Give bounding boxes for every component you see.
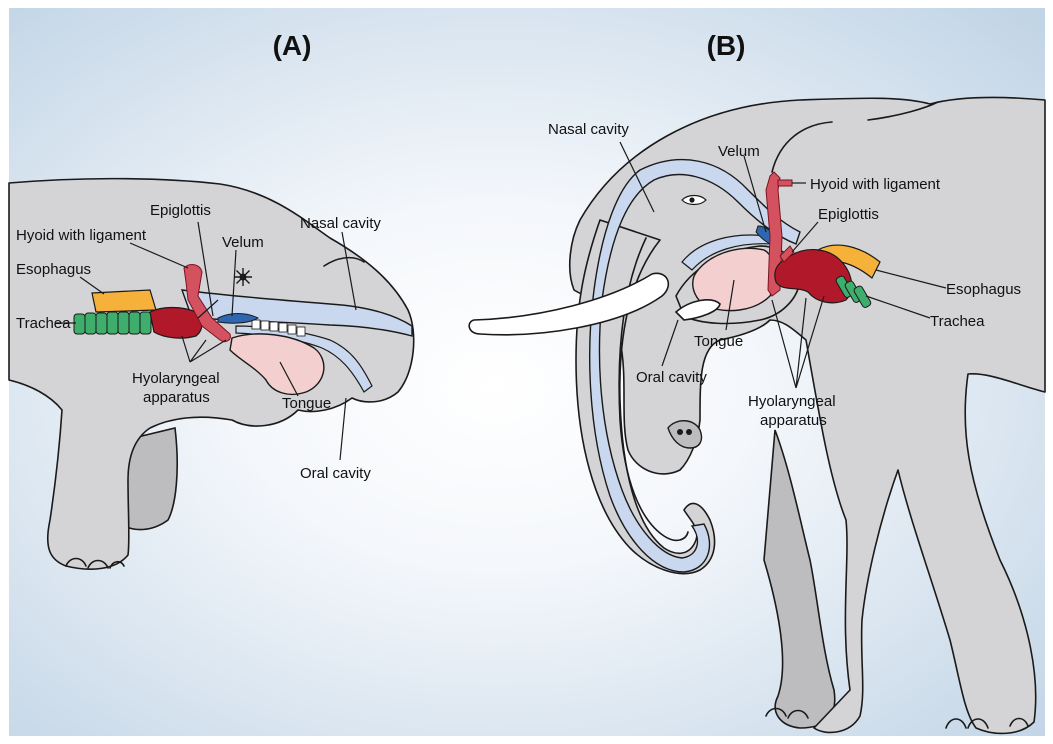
adult-label-oral-cavity: Oral cavity [636, 369, 707, 386]
adult-hyoid-top [778, 180, 792, 186]
calf-label-nasal-cavity: Nasal cavity [300, 215, 381, 232]
panel-b-title: (B) [707, 30, 746, 61]
calf-label-hyoid: Hyoid with ligament [16, 227, 147, 244]
calf-eye-icon [234, 268, 252, 286]
adult-label-nasal-cavity: Nasal cavity [548, 121, 629, 138]
adult-label-trachea: Trachea [930, 313, 985, 330]
calf-label-oral-cavity: Oral cavity [300, 465, 371, 482]
adult-label-hyoid: Hyoid with ligament [810, 176, 941, 193]
adult-label-velum: Velum [718, 143, 760, 160]
calf-esophagus [92, 290, 156, 312]
calf-label-trachea: Trachea [16, 315, 71, 332]
adult-label-tongue: Tongue [694, 333, 743, 350]
adult-label-epiglottis: Epiglottis [818, 206, 879, 223]
adult-eye-icon [682, 196, 706, 205]
calf-trachea [74, 312, 151, 334]
adult-label-esophagus: Esophagus [946, 281, 1021, 298]
adult-label-apparatus: apparatus [760, 412, 827, 429]
adult-label-hyolaryngeal: Hyolaryngeal [748, 393, 836, 410]
calf-label-tongue: Tongue [282, 395, 331, 412]
panel-a-title: (A) [273, 30, 312, 61]
calf-label-apparatus: apparatus [143, 389, 210, 406]
calf-label-epiglottis: Epiglottis [150, 202, 211, 219]
calf-label-velum: Velum [222, 234, 264, 251]
calf-label-hyolaryngeal: Hyolaryngeal [132, 370, 220, 387]
calf-label-esophagus: Esophagus [16, 261, 91, 278]
